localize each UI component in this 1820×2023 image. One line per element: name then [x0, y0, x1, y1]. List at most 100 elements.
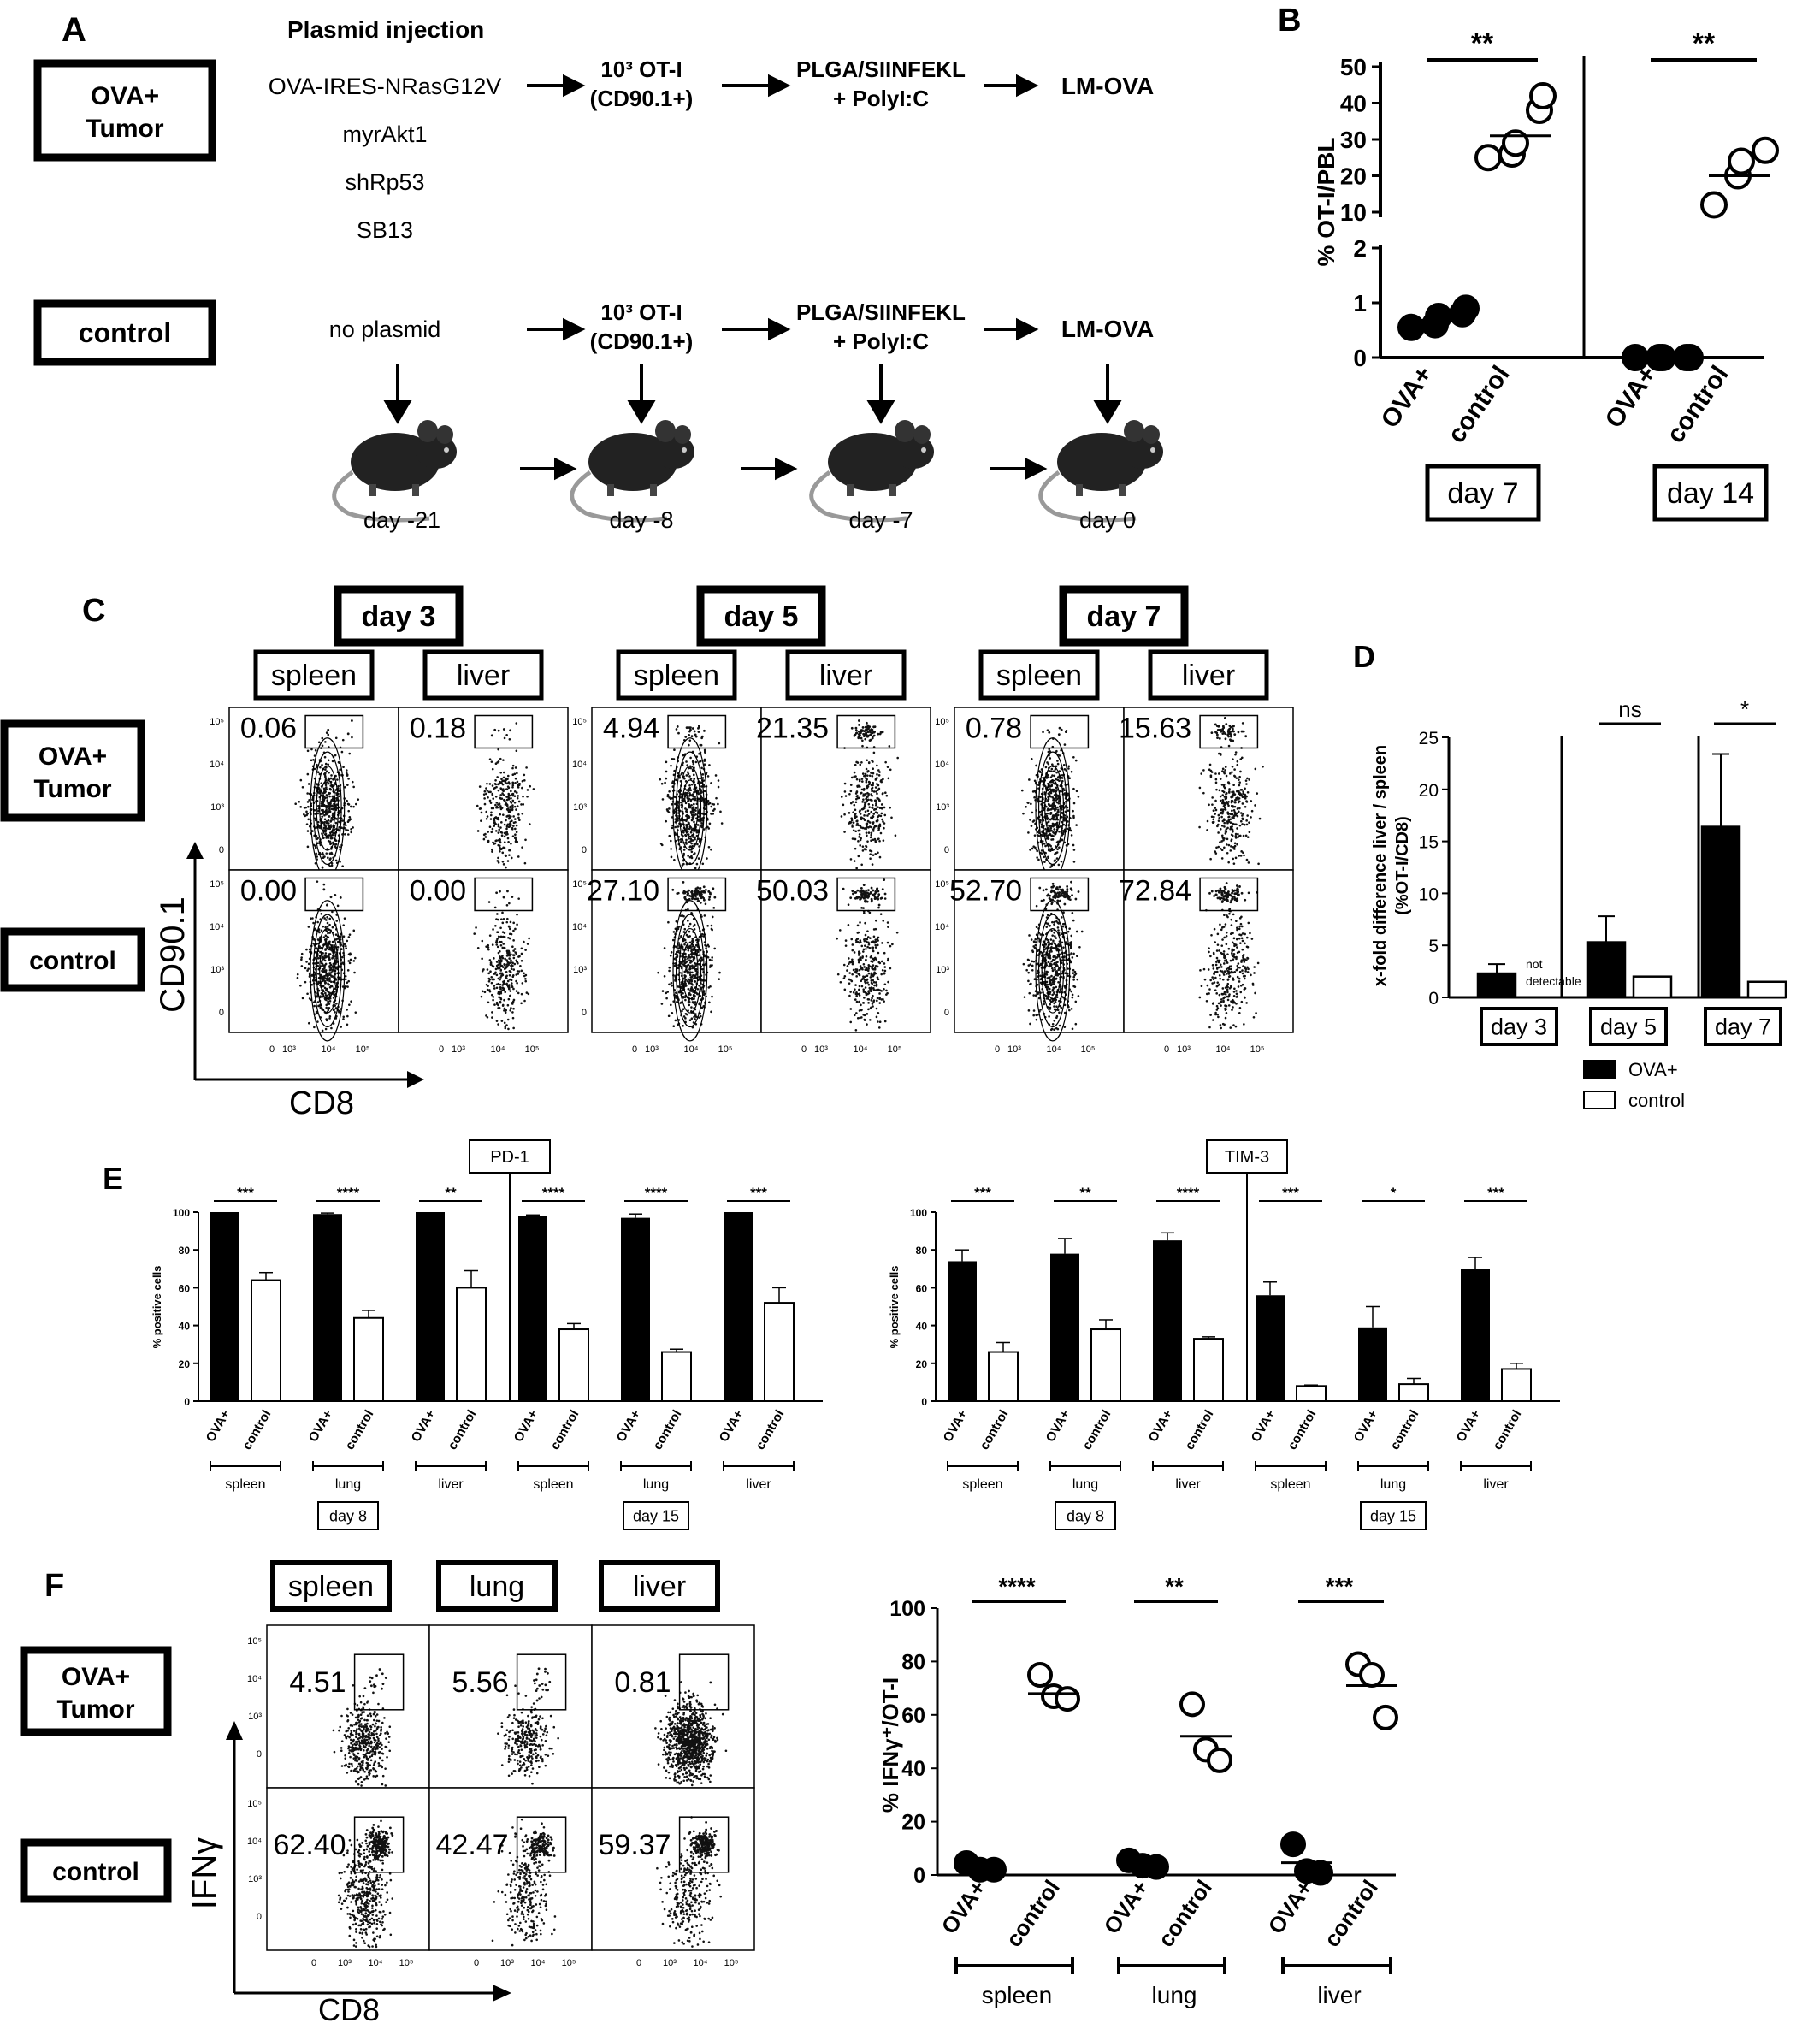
flow-event: [1054, 767, 1057, 771]
flow-event: [864, 986, 867, 989]
flow-event: [869, 976, 872, 979]
flow-event: [502, 918, 505, 920]
flow-event: [493, 825, 496, 827]
flow-event: [714, 774, 718, 777]
control-box-a-label: control: [79, 317, 171, 348]
b-data-point: [1474, 144, 1502, 172]
flow-event: [1056, 778, 1060, 781]
flow-event: [1072, 802, 1076, 805]
flow-event: [864, 802, 866, 806]
flow-event: [323, 959, 327, 962]
flow-event: [307, 805, 310, 808]
flow-event: [325, 1003, 328, 1007]
flow-event: [858, 988, 860, 991]
c-tissue-box: [978, 649, 1100, 701]
flow-event: [676, 807, 679, 809]
flow-event: [865, 777, 867, 780]
flow-event: [1238, 834, 1241, 837]
flow-event: [691, 892, 694, 896]
flow-event: [505, 819, 507, 822]
flow-event: [1033, 779, 1037, 783]
flow-event: [719, 810, 722, 813]
flow-event: [1071, 956, 1074, 959]
flow-event: [348, 1003, 351, 1006]
flow-event: [1051, 737, 1055, 740]
flow-event: [854, 808, 857, 812]
flow-event: [506, 837, 510, 840]
flow-event: [694, 813, 697, 816]
b-data-point: [1529, 82, 1557, 109]
flow-event: [1244, 797, 1247, 800]
c-y-tick: 10⁵: [572, 879, 587, 890]
flow-event: [300, 958, 303, 961]
flow-event: [1050, 838, 1053, 841]
flow-event: [1053, 782, 1056, 785]
flow-event: [476, 830, 480, 832]
flow-event: [869, 857, 872, 861]
flow-event: [865, 781, 868, 784]
flow-event: [680, 838, 682, 841]
flow-event: [844, 939, 848, 942]
flow-event: [859, 838, 862, 842]
flow-event: [499, 997, 503, 1001]
flow-event: [316, 956, 320, 960]
flow-event: [1031, 847, 1034, 850]
flow-event: [1053, 860, 1056, 862]
flow-event: [1236, 843, 1238, 846]
flow-event: [1042, 731, 1044, 734]
flow-event: [507, 786, 511, 790]
flow-event: [307, 818, 310, 821]
flow-event: [1049, 866, 1052, 868]
flow-event: [1042, 776, 1044, 779]
flow-event: [677, 825, 680, 828]
b-sig: **: [1471, 27, 1494, 60]
flow-event: [328, 1006, 331, 1009]
b-data-point: [1752, 136, 1779, 164]
c-y-tick: 10³: [573, 802, 587, 813]
flow-event: [1050, 974, 1053, 978]
flow-event: [504, 957, 506, 961]
flow-event: [1071, 911, 1074, 914]
flow-event: [488, 989, 491, 991]
flow-event: [700, 1014, 702, 1018]
flow-event: [324, 776, 327, 779]
flow-event: [703, 763, 706, 766]
flow-event: [308, 997, 311, 1000]
flow-event: [875, 790, 878, 793]
day-0: day 0: [1079, 507, 1136, 533]
flow-event: [1233, 793, 1237, 796]
flow-event: [1053, 932, 1055, 934]
flow-event: [316, 943, 318, 945]
flow-event: [1035, 1018, 1038, 1021]
flow-event: [495, 1020, 499, 1022]
flow-event: [859, 890, 862, 893]
flow-event: [514, 927, 517, 931]
flow-event: [888, 745, 891, 748]
c-y-tick: 0: [219, 1008, 224, 1018]
flow-event: [874, 786, 878, 789]
flow-event: [857, 961, 860, 964]
flow-event: [516, 970, 519, 973]
flow-event: [326, 903, 328, 906]
flow-event: [346, 802, 350, 806]
b-day-0-label: day 7: [1447, 477, 1518, 510]
flow-event: [331, 760, 334, 763]
flow-event: [304, 980, 307, 984]
panel-letter-a: A: [62, 11, 86, 49]
flow-event: [505, 1009, 507, 1012]
flow-event: [334, 774, 337, 778]
flow-event: [865, 958, 867, 961]
flow-event: [862, 948, 866, 951]
flow-event: [485, 983, 488, 986]
flow-event: [869, 853, 872, 855]
flow-event: [867, 1008, 870, 1011]
flow-event: [501, 984, 505, 986]
flow-event: [682, 829, 685, 832]
flow-event: [1060, 728, 1063, 731]
flow-event: [324, 762, 328, 766]
flow-event: [307, 783, 310, 785]
flow-event: [334, 953, 338, 956]
flow-event: [877, 939, 879, 942]
flow-event: [701, 862, 705, 866]
